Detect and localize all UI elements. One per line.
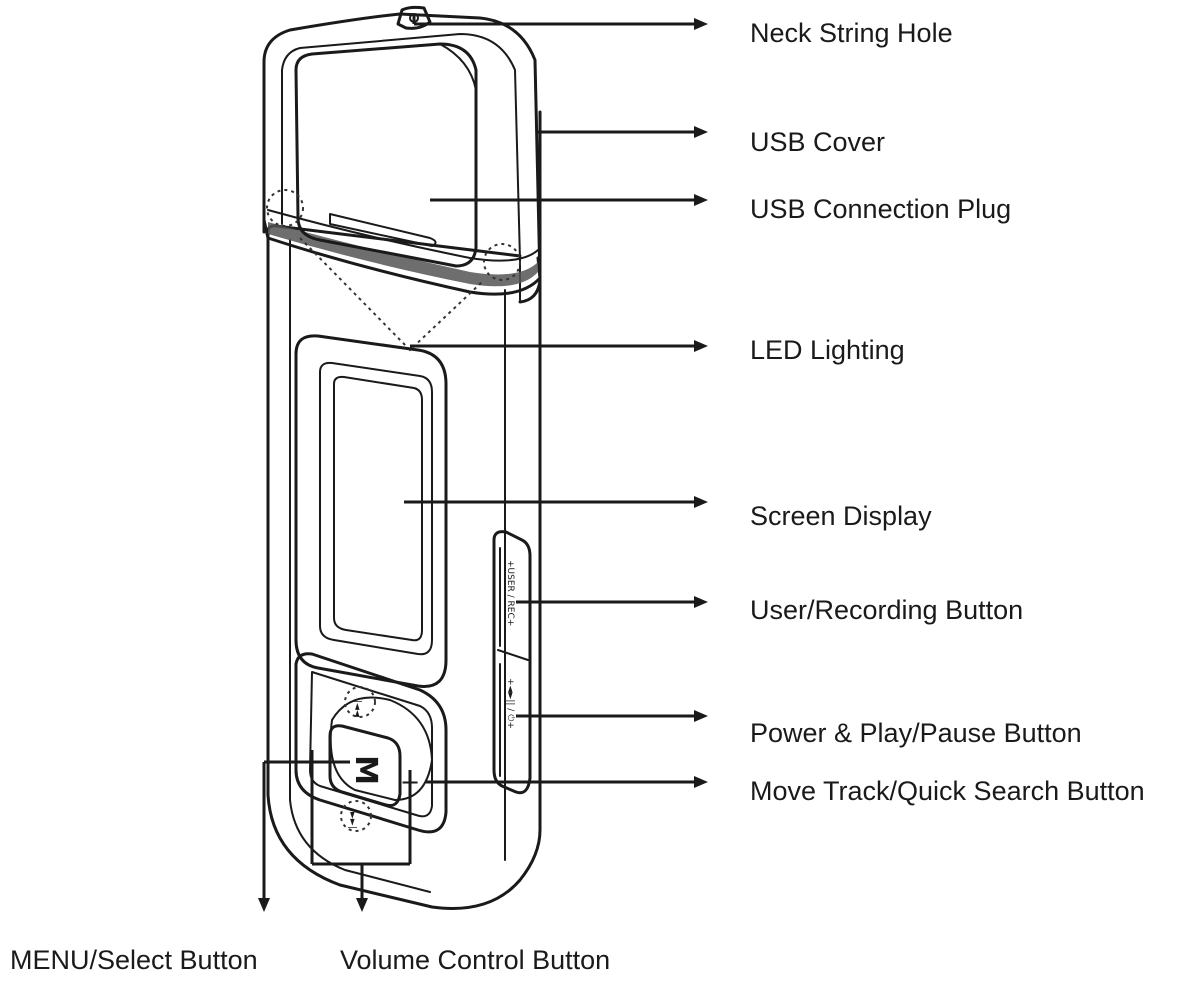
leader-user-recording (516, 596, 708, 608)
label-usb-connection-plug: USB Connection Plug (750, 194, 1012, 224)
leader-menu-select (258, 760, 350, 912)
leader-usb-cover (538, 126, 708, 138)
power-play-side-text: +◄►|| / ⏻+ (505, 678, 516, 729)
usb-connection-plug (294, 42, 478, 268)
leader-led-lighting (410, 340, 708, 352)
label-user-recording-button: User/Recording Button (750, 595, 1024, 625)
leader-move-track (426, 776, 708, 788)
leader-neck-string-hole (412, 16, 708, 30)
led-lighting-indicator (266, 189, 521, 352)
leader-power-play-pause (516, 710, 708, 722)
label-menu-select-button: MENU/Select Button (10, 945, 258, 975)
svg-text:|◄◄: |◄◄ (352, 700, 362, 717)
label-move-track-quick-search-button: Move Track/Quick Search Button (750, 776, 1145, 806)
svg-text:►►|: ►►| (347, 812, 357, 829)
label-power-play-pause-button: Power & Play/Pause Button (750, 718, 1082, 748)
label-led-lighting: LED Lighting (750, 335, 905, 365)
control-pad: |◄◄ ►►| (294, 652, 448, 834)
label-usb-cover: USB Cover (750, 127, 886, 157)
label-screen-display: Screen Display (750, 501, 932, 531)
leader-usb-connection-plug (430, 194, 708, 206)
label-neck-string-hole: Neck String Hole (750, 18, 953, 48)
leader-screen-display (404, 496, 708, 508)
user-recording-side-text: +USER / REC+ (505, 560, 515, 626)
label-volume-control-button: Volume Control Button (340, 945, 611, 975)
leader-volume-control (310, 750, 412, 912)
menu-key-letter: M (348, 755, 383, 785)
screen-display (294, 334, 448, 688)
